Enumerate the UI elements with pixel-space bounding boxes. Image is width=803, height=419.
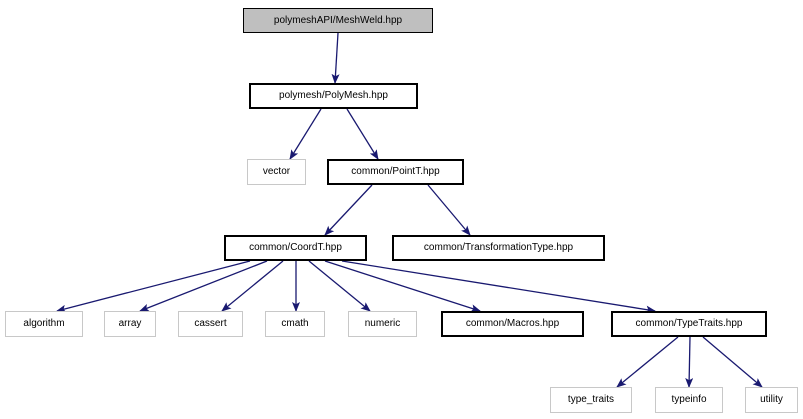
node-transtype[interactable]: common/TransformationType.hpp xyxy=(392,235,605,261)
edge-typetraits-to-type_traits xyxy=(616,336,679,388)
edge-pointt-to-transtype xyxy=(427,184,471,236)
node-label-cmath: cmath xyxy=(281,318,309,329)
node-label-vector: vector xyxy=(262,166,291,177)
edge-pointt-to-coordt xyxy=(324,184,373,236)
node-label-transtype: common/TransformationType.hpp xyxy=(423,242,574,253)
node-macros[interactable]: common/Macros.hpp xyxy=(441,311,584,337)
node-cassert[interactable]: cassert xyxy=(178,311,243,337)
node-typeinfo[interactable]: typeinfo xyxy=(655,387,723,413)
edge-meshweld-to-polymesh xyxy=(331,32,340,84)
node-label-meshweld: polymeshAPI/MeshWeld.hpp xyxy=(273,14,403,26)
edges-group xyxy=(56,32,763,388)
node-utility[interactable]: utility xyxy=(745,387,798,413)
node-label-algorithm: algorithm xyxy=(23,318,65,329)
node-label-polymesh: polymesh/PolyMesh.hpp xyxy=(279,90,388,101)
node-label-array: array xyxy=(118,318,142,329)
edge-coordt-to-cassert xyxy=(221,260,284,312)
node-label-numeric: numeric xyxy=(364,318,401,329)
node-label-coordt: common/CoordT.hpp xyxy=(249,242,342,253)
edge-coordt-to-macros xyxy=(324,260,481,313)
node-coordt[interactable]: common/CoordT.hpp xyxy=(224,235,367,261)
edge-typetraits-to-utility xyxy=(702,336,763,388)
node-meshweld[interactable]: polymeshAPI/MeshWeld.hpp xyxy=(243,8,433,33)
node-typetraits[interactable]: common/TypeTraits.hpp xyxy=(611,311,767,337)
node-label-typetraits: common/TypeTraits.hpp xyxy=(635,318,743,329)
edge-typetraits-to-typeinfo xyxy=(685,336,694,388)
node-vector[interactable]: vector xyxy=(247,159,306,185)
edge-polymesh-to-vector xyxy=(289,108,322,160)
node-type_traits[interactable]: type_traits xyxy=(550,387,632,413)
edge-coordt-to-typetraits xyxy=(341,260,656,314)
edge-coordt-to-array xyxy=(139,260,268,312)
edge-coordt-to-algorithm xyxy=(56,260,251,313)
node-label-macros: common/Macros.hpp xyxy=(465,318,560,329)
node-label-cassert: cassert xyxy=(194,318,227,329)
node-cmath[interactable]: cmath xyxy=(265,311,325,337)
node-label-type_traits: type_traits xyxy=(567,394,615,405)
node-label-typeinfo: typeinfo xyxy=(671,394,707,405)
node-array[interactable]: array xyxy=(104,311,156,337)
edge-coordt-to-numeric xyxy=(308,260,371,312)
node-label-utility: utility xyxy=(760,394,783,405)
node-polymesh[interactable]: polymesh/PolyMesh.hpp xyxy=(249,83,418,109)
node-label-pointt: common/PointT.hpp xyxy=(351,166,440,177)
node-numeric[interactable]: numeric xyxy=(348,311,417,337)
edge-polymesh-to-pointt xyxy=(346,108,379,160)
node-pointt[interactable]: common/PointT.hpp xyxy=(327,159,464,185)
node-algorithm[interactable]: algorithm xyxy=(5,311,83,337)
